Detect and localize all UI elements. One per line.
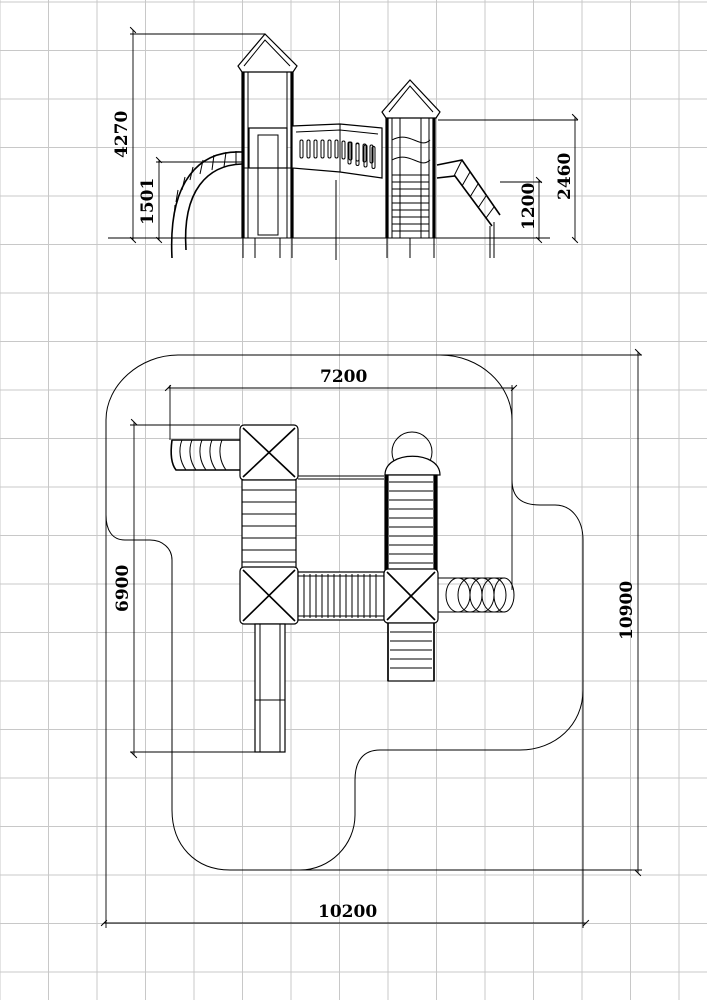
- side-elevation: 4270 1501 2460 1200: [108, 26, 579, 260]
- walkway-plan: [241, 479, 297, 569]
- spiral-tunnel-plan: [438, 577, 515, 613]
- dim-label-2460: 2460: [555, 153, 575, 200]
- right-lower-tower-plan: [383, 568, 439, 624]
- dim-label-7200: 7200: [320, 367, 367, 387]
- right-tower-plan: [384, 431, 441, 571]
- dim-label-10900: 10900: [617, 581, 637, 640]
- dim-label-1501: 1501: [138, 178, 158, 225]
- dim-label-4270: 4270: [112, 111, 132, 158]
- ladder-side: [436, 159, 501, 258]
- left-tower-plan: [239, 424, 299, 481]
- dimension-6900: 6900: [113, 418, 270, 759]
- bridge-plan: [297, 571, 385, 621]
- dimension-2460: 2460: [438, 113, 579, 244]
- left-tower-side: [237, 33, 298, 258]
- dim-label-6900: 6900: [113, 565, 133, 612]
- lower-ladder-plan: [387, 622, 435, 682]
- dim-label-10200: 10200: [318, 902, 377, 922]
- plan-view: 7200 6900 10200 10900: [100, 348, 642, 928]
- slide-plan: [170, 439, 240, 471]
- safety-zone-outline: [105, 354, 584, 871]
- dim-label-1200: 1200: [519, 183, 539, 230]
- dimension-1501: 1501: [138, 156, 243, 244]
- right-tower-side: [381, 79, 441, 258]
- dimension-7200: 7200: [164, 367, 518, 590]
- lower-tower-plan: [239, 566, 299, 625]
- spiral-slide-side: [170, 151, 243, 259]
- straight-slide-plan: [254, 623, 286, 753]
- dimension-1200: 1200: [500, 176, 543, 244]
- dimension-10200: 10200: [100, 515, 590, 928]
- dimension-4270: 4270: [112, 26, 265, 244]
- dimension-10900: 10900: [300, 348, 642, 877]
- bridge-side: [291, 123, 383, 260]
